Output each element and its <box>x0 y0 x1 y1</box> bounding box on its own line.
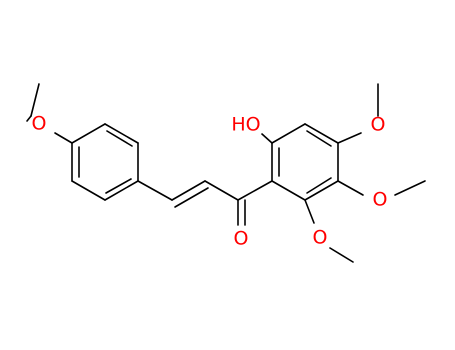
bond <box>337 132 362 144</box>
bond <box>71 180 106 201</box>
oxygen-atom-mid-right-methoxy: O <box>373 189 388 211</box>
bond <box>271 123 306 144</box>
bond <box>54 132 73 144</box>
bottom-methoxy-group <box>304 199 354 263</box>
double-bond-line <box>174 187 209 208</box>
oxygen-atom-bottom-methoxy: O <box>313 227 328 249</box>
bond <box>237 180 273 201</box>
hydroxyl-bond <box>261 133 273 144</box>
bond <box>171 180 206 201</box>
bond <box>30 83 40 117</box>
bond <box>71 123 106 144</box>
aromatic-inner-bond <box>106 130 133 147</box>
bond <box>337 180 364 196</box>
bond <box>137 180 173 201</box>
left-aromatic-ring <box>71 123 139 201</box>
hydroxyl-label: HO <box>231 114 260 136</box>
carbonyl-group <box>237 180 273 226</box>
aromatic-inner-bond <box>306 130 332 147</box>
bond <box>304 199 315 224</box>
bond <box>304 180 339 201</box>
right-aromatic-ring <box>271 123 339 201</box>
bond <box>304 123 339 144</box>
bond <box>394 180 426 196</box>
bond <box>329 247 354 263</box>
bond <box>26 115 32 122</box>
aromatic-inner-bond <box>306 177 332 194</box>
bond <box>104 123 139 144</box>
mid-right-methoxy-group <box>337 180 426 196</box>
oxygen-atom-left-methoxy: O <box>32 113 47 135</box>
bond <box>271 180 306 201</box>
oxygen-atom-carbonyl: O <box>234 228 249 250</box>
bond <box>204 180 239 201</box>
bond <box>104 180 139 201</box>
aromatic-inner-bond <box>105 178 132 194</box>
oxygen-atom-top-right-methoxy: O <box>371 114 386 136</box>
left-methoxy-group <box>26 83 73 144</box>
top-right-methoxy-group <box>337 83 379 144</box>
vinyl-linker <box>137 180 239 208</box>
